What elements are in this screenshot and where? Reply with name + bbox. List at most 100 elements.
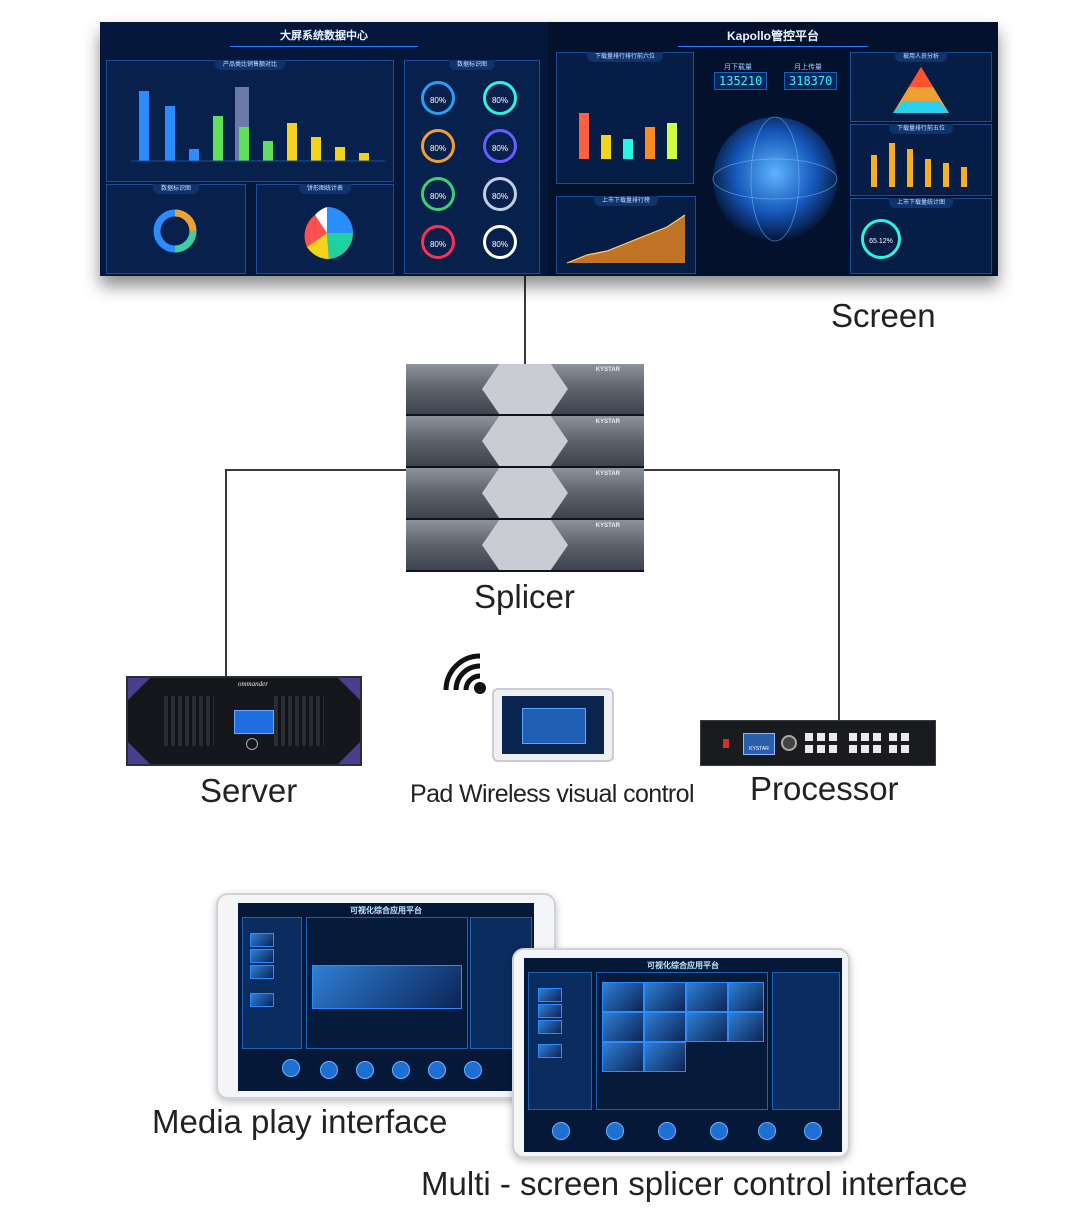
wall-cell xyxy=(728,1012,764,1042)
processor-button xyxy=(861,745,869,753)
sales-bar xyxy=(263,141,273,161)
dock-button[interactable] xyxy=(710,1122,728,1140)
bars-right-panel-title: 下载量排行前五位 xyxy=(888,124,954,134)
bars-right-panel: 下载量排行前五位 xyxy=(850,124,992,196)
processor-button xyxy=(901,733,909,741)
multi-source-thumb xyxy=(538,1044,562,1058)
wire-splicer-server-v xyxy=(225,469,227,676)
media-tablet-screen: 可视化综合应用平台 xyxy=(238,903,534,1091)
processor-label: Processor xyxy=(750,770,899,807)
sales-bar xyxy=(359,153,369,161)
wall-cell xyxy=(686,1012,728,1042)
processor-button xyxy=(873,745,881,753)
bars-top-bar xyxy=(667,123,677,159)
processor-logo: KYSTAR xyxy=(743,733,775,755)
sales-bar xyxy=(239,127,249,161)
sales-panel-title: 产品类比销售额对比 xyxy=(214,60,286,70)
splicer-brand: KYSTAR xyxy=(595,523,620,529)
wire-splicer-processor-h xyxy=(644,469,840,471)
splicer-unit: KYSTAR xyxy=(406,416,644,468)
sales-bar xyxy=(287,123,297,161)
dock-button[interactable] xyxy=(428,1061,446,1079)
area-panel-title: 上市下载量排行榜 xyxy=(593,196,659,206)
dock-button[interactable] xyxy=(356,1061,374,1079)
pad-screen xyxy=(502,696,604,754)
area-chart xyxy=(566,214,686,264)
sales-bar xyxy=(213,116,223,161)
server-corner xyxy=(128,678,150,700)
splicer-device: KYSTAR KYSTAR KYSTAR KYSTAR xyxy=(406,364,644,572)
dock-button[interactable] xyxy=(282,1059,300,1077)
sales-bar-chart xyxy=(131,87,385,162)
bars-top-chart xyxy=(579,113,677,159)
multi-tablet-title: 可视化综合应用平台 xyxy=(647,961,719,970)
bars-top-bar xyxy=(601,135,611,159)
dock-button[interactable] xyxy=(552,1122,570,1140)
ring-panel: 上市下载量统计图 65.12% xyxy=(850,198,992,274)
processor-button xyxy=(817,733,825,741)
wall-cell xyxy=(644,982,686,1012)
pad-preview xyxy=(522,708,586,744)
bars-right-bar xyxy=(907,149,913,187)
bars-top-panel-title: 下载量排行排行前六位 xyxy=(586,52,664,62)
media-label: Media play interface xyxy=(152,1103,448,1140)
server-display xyxy=(234,710,274,734)
multi-tablet: 可视化综合应用平台 xyxy=(512,948,850,1158)
dock-button[interactable] xyxy=(606,1122,624,1140)
splicer-panel xyxy=(482,520,568,570)
dock-button[interactable] xyxy=(392,1061,410,1079)
dock-button[interactable] xyxy=(464,1061,482,1079)
media-source-thumb xyxy=(250,993,274,1007)
processor-button xyxy=(829,733,837,741)
sales-bar xyxy=(189,149,199,161)
server-label: Server xyxy=(200,772,298,809)
splicer-brand: KYSTAR xyxy=(595,419,620,425)
server-corner xyxy=(128,742,150,764)
media-source-thumb xyxy=(250,933,274,947)
gauges-panel: 数据标识图 80% 80% 80% 80% 80% 80% 80% 80% xyxy=(404,60,540,274)
bars-top-panel: 下载量排行排行前六位 xyxy=(556,52,694,184)
media-tablet: 可视化综合应用平台 xyxy=(216,893,556,1099)
media-preview xyxy=(312,965,462,1009)
processor-knob xyxy=(781,735,797,751)
pie-panel: 饼形图统计表 xyxy=(256,184,394,274)
wire-splicer-processor-v xyxy=(838,469,840,720)
dock-button[interactable] xyxy=(758,1122,776,1140)
sales-bar xyxy=(165,106,175,161)
bars-right-bar xyxy=(889,143,895,187)
gauge: 80% xyxy=(483,225,517,259)
bars-right-chart xyxy=(871,143,967,187)
sales-bar xyxy=(139,91,149,161)
dock-button[interactable] xyxy=(804,1122,822,1140)
gauge: 80% xyxy=(421,129,455,163)
gauge: 80% xyxy=(421,177,455,211)
multi-source-thumb xyxy=(538,1004,562,1018)
gauge: 80% xyxy=(483,81,517,115)
ring-panel-title: 上市下载量统计图 xyxy=(888,198,954,208)
processor-button xyxy=(849,733,857,741)
dashboard-left-title: 大屏系统数据中心 xyxy=(230,26,418,47)
server-vent xyxy=(164,696,214,746)
donut-chart xyxy=(153,209,197,253)
splicer-unit: KYSTAR xyxy=(406,520,644,572)
screen-label: Screen xyxy=(831,297,936,334)
media-tablet-title: 可视化综合应用平台 xyxy=(350,906,422,915)
processor-power-switch xyxy=(723,739,729,748)
wall-cell xyxy=(602,1042,644,1072)
bars-top-bar xyxy=(579,113,589,159)
bars-right-bar xyxy=(871,155,877,187)
server-vent xyxy=(274,696,324,746)
gauge: 80% xyxy=(421,81,455,115)
bars-right-bar xyxy=(943,163,949,187)
wall-cell xyxy=(644,1012,686,1042)
wall-cell xyxy=(644,1042,686,1072)
processor-button xyxy=(805,733,813,741)
wall-cell xyxy=(728,982,764,1012)
gauge: 80% xyxy=(483,177,517,211)
wall-cell xyxy=(686,982,728,1012)
dock-button[interactable] xyxy=(658,1122,676,1140)
dock-button[interactable] xyxy=(320,1061,338,1079)
processor-button xyxy=(873,733,881,741)
processor-button xyxy=(817,745,825,753)
splicer-unit: KYSTAR xyxy=(406,364,644,416)
